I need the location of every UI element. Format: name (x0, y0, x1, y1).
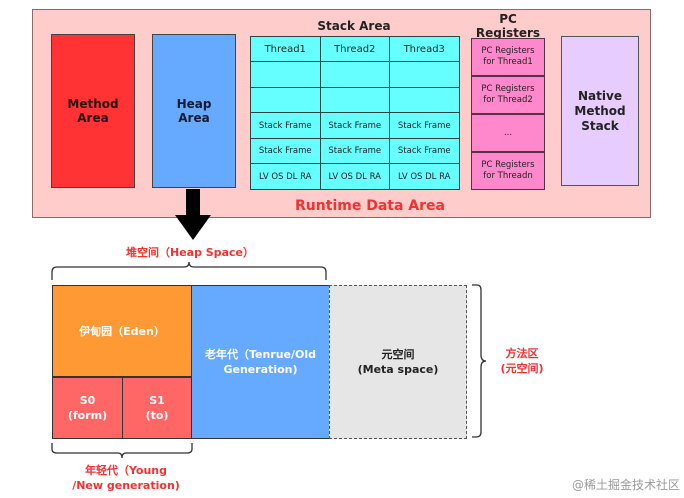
runtime-data-area-title: Runtime Data Area (295, 198, 445, 214)
stack-thread-header: Thread3 (389, 36, 460, 62)
stack-thread-header: Thread1 (250, 36, 321, 62)
native-method-stack-label: Native Method Stack (574, 88, 626, 133)
method-side-line1: 方法区 (505, 347, 539, 360)
stack-area-title: Stack Area (317, 19, 391, 33)
s1-sub: (to) (145, 409, 169, 422)
s0-sub: (form) (67, 409, 108, 422)
young-generation-label: 年轻代（Young /New generation) (56, 462, 196, 494)
heap-space-label: 堆空间（Heap Space） (126, 246, 254, 259)
stack-frame-cell: Stack Frame (250, 112, 321, 139)
eden-label: 伊甸园（Eden） (79, 325, 165, 338)
native-method-stack-box: Native Method Stack (561, 36, 639, 186)
stack-frame-cell: LV OS DL RA (319, 163, 390, 190)
survivor-s0-box: S0 (form) (52, 377, 123, 439)
pc-register-cell: PC Registers for Thread2 (471, 76, 545, 114)
eden-box: 伊甸园（Eden） (52, 285, 192, 377)
old-gen-line1: 老年代（Tenrue/Old (204, 348, 317, 361)
old-generation-box: 老年代（Tenrue/Old Generation) (191, 285, 330, 439)
pc-register-cell: PC Registers for Thread1 (471, 38, 545, 76)
stack-frame-cell: LV OS DL RA (250, 163, 321, 190)
stack-frame-cell (250, 61, 321, 88)
method-area-side-label: 方法区 (元空间) (490, 345, 554, 377)
stack-frame-cell: LV OS DL RA (389, 163, 460, 190)
meta-line2: (Meta space) (357, 363, 439, 376)
survivor-s1-box: S1 (to) (122, 377, 192, 439)
stack-frame-cell: Stack Frame (250, 138, 321, 164)
young-label-line1: 年轻代（Young (84, 464, 168, 477)
s0-name: S0 (79, 394, 96, 407)
young-label-line2: /New generation) (72, 479, 180, 492)
heap-area-box: Heap Area (152, 34, 236, 188)
method-area-box: Method Area (51, 34, 135, 188)
method-area-brace (472, 284, 487, 438)
meta-line1: 元空间 (381, 348, 415, 361)
heap-area-label: Heap Area (176, 97, 212, 125)
stack-frame-cell: Stack Frame (319, 112, 390, 139)
pc-register-cell: PC Registers for Threadn (471, 152, 545, 190)
down-arrow-icon (175, 189, 211, 240)
stack-frame-cell (389, 61, 460, 88)
heap-space-brace (51, 261, 327, 280)
watermark: @稀土掘金技术社区 (571, 478, 680, 492)
old-gen-line2: Generation) (223, 363, 298, 376)
method-area-label: Method Area (67, 97, 119, 125)
method-side-line2: (元空间) (500, 362, 544, 375)
meta-space-box: 元空间 (Meta space) (329, 285, 467, 439)
s1-name: S1 (149, 394, 165, 407)
stack-frame-cell: Stack Frame (389, 112, 460, 139)
stack-frame-cell (250, 87, 321, 113)
pc-register-cell: ... (471, 114, 545, 152)
young-gen-brace (51, 443, 193, 459)
